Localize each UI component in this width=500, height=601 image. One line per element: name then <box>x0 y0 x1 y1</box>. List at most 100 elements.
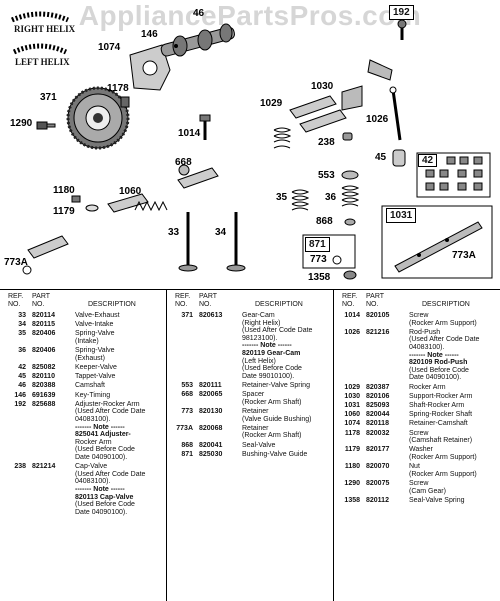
part-number[interactable]: 820111 <box>199 382 222 389</box>
callout-773a-left: 773A <box>4 257 28 268</box>
part-number[interactable]: 820388 <box>32 382 56 390</box>
part-description: Retainer-Camshaft <box>409 420 468 428</box>
push-rod <box>389 86 402 141</box>
callout-773: 773 <box>310 254 327 265</box>
part-number[interactable]: 820114 <box>32 312 55 319</box>
part-description: Camshaft <box>75 382 105 390</box>
part-description: Retainer(Valve Guide Bushing) <box>242 408 312 423</box>
part-description: Adjuster-Rocker Arm(Used After Code Date… <box>75 400 146 461</box>
part-description: Spring-Valve(Intake) <box>75 330 115 345</box>
part-number[interactable]: 820613 <box>199 312 223 319</box>
callout-33: 33 <box>168 227 180 238</box>
part-number[interactable]: 820068 <box>199 424 223 432</box>
part-number[interactable]: 820406 <box>32 347 56 355</box>
part-number[interactable]: 691639 <box>32 391 56 399</box>
part-number[interactable]: 825093 <box>366 402 390 409</box>
header-ref-no: REF.NO. <box>8 293 24 308</box>
callout-1026: 1026 <box>366 114 389 125</box>
part-number[interactable]: 825688 <box>32 400 56 408</box>
part-description: Support-Rocker Arm <box>409 392 473 400</box>
part-number[interactable]: 820032 <box>366 429 390 437</box>
header-description: DESCRIPTION <box>422 301 470 308</box>
ref-number: 668 <box>181 391 193 399</box>
part-number[interactable]: 821216 <box>366 328 390 336</box>
part-description: Spring-Valve(Exhaust) <box>75 347 115 362</box>
part-number[interactable]: 820118 <box>366 420 389 428</box>
callout-773a-box: 773A <box>452 250 476 261</box>
rocker-support-screw <box>199 114 211 140</box>
part-description: Shaft-Rocker Arm <box>409 402 465 409</box>
part-description: Bushing-Valve Guide <box>242 450 308 458</box>
part-number[interactable]: 820115 <box>32 321 55 329</box>
valve-spring-intake <box>291 189 310 211</box>
part-number[interactable]: 820070 <box>366 463 390 471</box>
ref-number: 35 <box>18 330 26 338</box>
part-number[interactable]: 820112 <box>366 496 389 504</box>
part-description: Gear-Cam(Right Helix)(Used After Code Da… <box>242 312 313 380</box>
ref-number: 46 <box>18 382 26 390</box>
part-number[interactable]: 820406 <box>32 330 56 338</box>
part-description: Spring-Rocker Shaft <box>409 411 473 419</box>
ref-number: 1180 <box>344 463 360 471</box>
valve-spring-seal <box>343 270 357 280</box>
part-number[interactable]: 825030 <box>199 450 223 458</box>
part-number[interactable]: 820041 <box>199 441 223 449</box>
valve-spring-upper <box>273 127 292 149</box>
ref-number: 33 <box>18 312 26 319</box>
part-description: Tappet-Valve <box>75 373 116 381</box>
part-description: Key-Timing <box>75 391 111 399</box>
rocker-support-washer <box>85 204 99 212</box>
callout-45: 45 <box>375 152 387 163</box>
callout-35: 35 <box>276 192 288 203</box>
callout-1060: 1060 <box>119 186 142 197</box>
ref-number: 1014 <box>344 312 360 319</box>
ref-number: 371 <box>181 312 193 319</box>
part-number[interactable]: 820130 <box>199 408 223 415</box>
header-description: DESCRIPTION <box>255 301 303 308</box>
part-number[interactable]: 820105 <box>366 312 390 319</box>
part-description: Seal-Valve Spring <box>409 496 465 504</box>
part-number[interactable]: 820044 <box>366 411 390 419</box>
ref-number: 1030 <box>344 392 360 400</box>
part-number[interactable]: 820065 <box>199 391 223 399</box>
callout-1031: 1031 <box>386 208 417 223</box>
ref-number: 192 <box>14 400 26 408</box>
part-number[interactable]: 820177 <box>366 446 390 454</box>
right-helix-gear-strip <box>11 11 69 23</box>
callout-1029: 1029 <box>260 98 283 109</box>
intake-valve <box>226 212 246 272</box>
callout-1030: 1030 <box>311 81 334 92</box>
ref-number: 45 <box>18 373 26 381</box>
ref-number: 868 <box>181 441 193 449</box>
part-number[interactable]: 821214 <box>32 463 56 471</box>
part-number[interactable]: 820387 <box>366 383 390 391</box>
part-number[interactable]: 820106 <box>366 392 390 400</box>
part-number[interactable]: 820075 <box>366 480 390 487</box>
valve-spring-retainer <box>341 170 359 180</box>
timing-key <box>174 44 178 48</box>
callout-1014: 1014 <box>178 128 201 139</box>
rocker-shaft-retainer <box>22 265 32 275</box>
callout-1358: 1358 <box>308 272 331 283</box>
callout-1290: 1290 <box>10 118 33 129</box>
part-number[interactable]: 825082 <box>32 364 56 371</box>
part-description: Keeper-Valve <box>75 364 117 371</box>
ref-number: 773 <box>181 408 193 415</box>
cam-gear-screw <box>36 121 56 130</box>
rocker-support-nut <box>71 195 81 203</box>
rocker-arm-left <box>27 167 219 259</box>
ref-number: 42 <box>18 364 26 371</box>
part-description: Screw(Rocker Arm Support) <box>409 312 477 327</box>
part-description: Rocker Arm <box>409 383 446 391</box>
part-number[interactable]: 820110 <box>32 373 55 381</box>
valve-keepers <box>425 156 483 191</box>
callout-42: 42 <box>418 154 438 167</box>
ref-number: 36 <box>18 347 26 355</box>
ref-number: 34 <box>18 321 26 329</box>
